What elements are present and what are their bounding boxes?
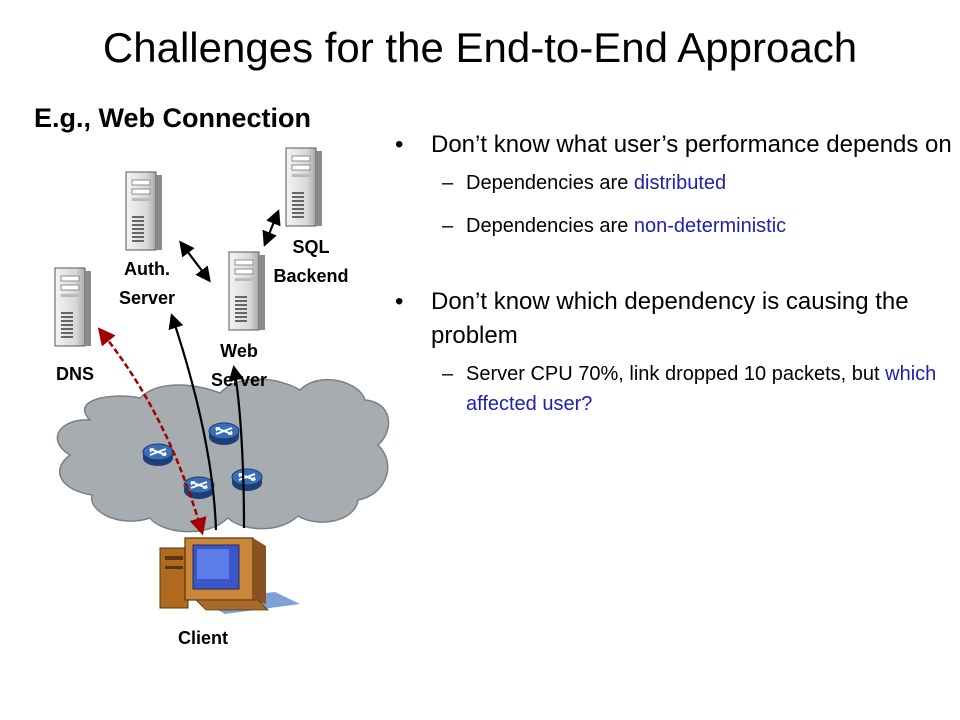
router-icon: [142, 443, 174, 467]
dns-label: DNS: [55, 364, 94, 384]
sub-bullet-text: Server CPU 70%, link dropped 10 packets,…: [466, 363, 886, 385]
bullet-item: Don’t know what user’s performance depen…: [395, 128, 955, 162]
slide-title: Challenges for the End-to-End Approach: [102, 24, 858, 71]
emphasis-text: which affected user?: [466, 363, 937, 415]
network-cloud: [56, 378, 390, 533]
emphasis-text: distributed: [633, 172, 727, 194]
router-icon: [231, 468, 263, 492]
dns-server-icon: [54, 267, 92, 347]
sql-server-icon: [285, 147, 323, 227]
auth-server-icon: [125, 171, 163, 251]
web-server-icon: [228, 251, 266, 331]
sql-backend-label: SQL Backend: [273, 237, 349, 286]
sub-bullet-item: –Dependencies are distributed: [442, 172, 727, 194]
sub-bullet-text: Dependencies are: [466, 172, 634, 194]
bullet-item: Don’t know which dependency is causing t…: [395, 285, 955, 353]
sub-bullet-text: Dependencies are: [466, 215, 634, 237]
web-server-label: Web Server: [210, 341, 268, 390]
router-icon: [208, 422, 240, 446]
client-computer-icon: [159, 537, 300, 614]
auth-server-label: Auth. Server: [118, 259, 176, 308]
bullet-list: Don’t know what user’s performance depen…: [395, 128, 955, 419]
sub-bullet-item: –Server CPU 70%, link dropped 10 packets…: [442, 363, 937, 415]
emphasis-text: non-deterministic: [633, 215, 787, 237]
slide-subtitle: E.g., Web Connection: [34, 103, 312, 133]
client-label: Client: [177, 628, 228, 648]
sub-bullet-item: –Dependencies are non-deterministic: [442, 215, 787, 237]
